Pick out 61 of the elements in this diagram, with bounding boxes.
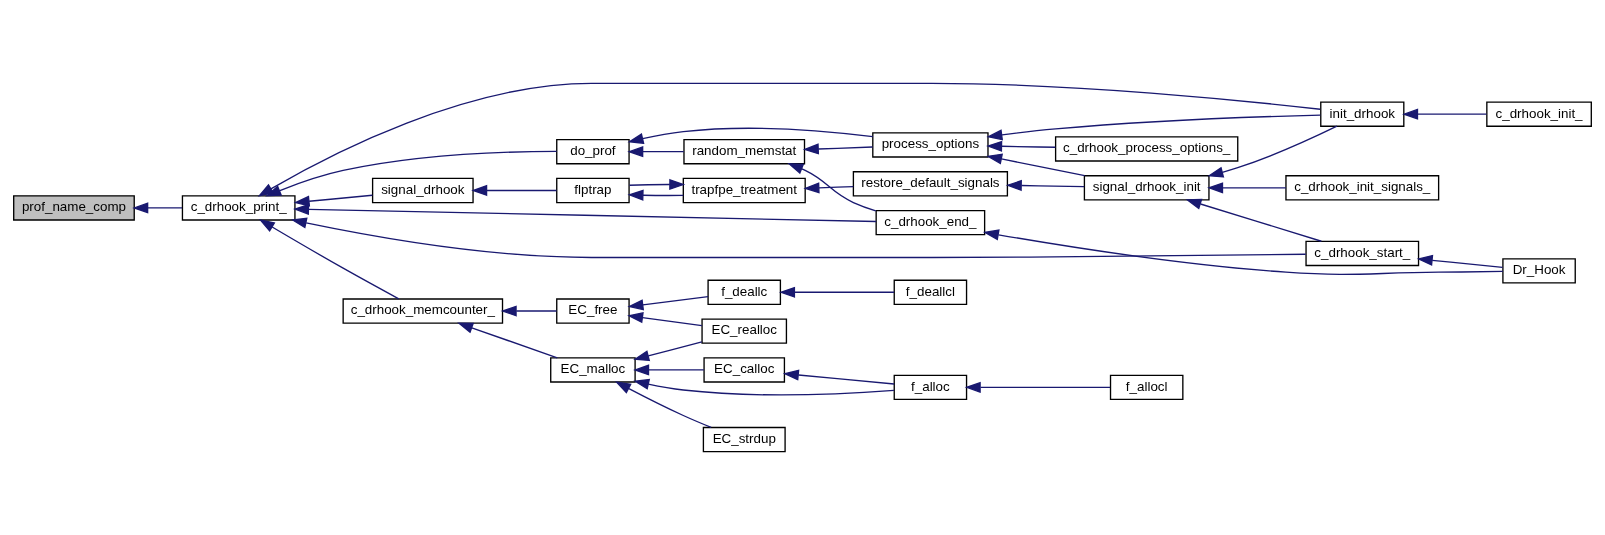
arrow — [1416, 254, 1504, 268]
arrow — [1207, 182, 1287, 194]
arrow — [627, 312, 703, 327]
node-box: EC_calloc — [703, 357, 786, 383]
node-box: f_deallc — [707, 279, 782, 305]
node-box: do_prof — [556, 138, 630, 165]
arrow — [1402, 108, 1488, 120]
node-box: c_drhook_print_ — [181, 195, 296, 221]
arrow — [627, 127, 874, 145]
arrow — [803, 182, 855, 194]
arrow — [457, 322, 558, 359]
arrow — [132, 202, 183, 214]
arrow — [986, 153, 1086, 177]
arrow — [1185, 198, 1323, 242]
node-box: c_drhook_init_ — [1486, 101, 1592, 127]
node-box: signal_drhook — [371, 177, 474, 204]
node-box: f_alloc — [893, 374, 968, 401]
arrow — [1207, 125, 1338, 178]
arrow — [614, 381, 712, 429]
arrow — [633, 364, 705, 376]
node-box: c_drhook_init_signals_ — [1285, 175, 1440, 201]
node-box: c_drhook_memcounter_ — [342, 298, 504, 324]
arrow — [627, 189, 684, 201]
node-box: c_drhook_process_options_ — [1054, 136, 1239, 162]
arrow — [986, 140, 1057, 152]
arrow — [782, 369, 895, 385]
arrow — [1005, 179, 1085, 192]
node-box: trapfpe_treatment — [682, 177, 806, 204]
arrow — [627, 296, 709, 311]
node-box: flptrap — [556, 177, 630, 204]
node-box: EC_strdup — [702, 426, 786, 453]
node-box: EC_malloc — [550, 357, 636, 383]
node-box: prof_name_comp — [13, 195, 135, 221]
node-box: restore_default_signals — [852, 171, 1009, 197]
node-box: EC_free — [556, 298, 630, 324]
arrow — [500, 305, 558, 317]
arrow — [471, 184, 558, 197]
arrow — [290, 217, 1307, 259]
arrow — [964, 381, 1111, 393]
node-box: f_deallcl — [893, 279, 968, 305]
node-box: signal_drhook_init — [1083, 175, 1210, 201]
node-box: init_drhook — [1320, 101, 1405, 127]
arrow — [787, 163, 877, 212]
node-box: process_options — [872, 132, 989, 158]
arrow — [982, 229, 1504, 276]
node-box: EC_realloc — [701, 318, 788, 344]
arrow — [633, 378, 895, 396]
node-box: random_memstat — [683, 138, 806, 165]
arrow — [633, 341, 703, 362]
arrow — [779, 286, 895, 298]
arrow — [802, 143, 874, 155]
arrow — [986, 114, 1322, 141]
arrow — [627, 146, 685, 158]
node-box: Dr_Hook — [1502, 258, 1576, 284]
node-box: c_drhook_start_ — [1305, 240, 1420, 267]
arrow — [628, 178, 686, 191]
arrow — [258, 219, 400, 300]
arrow — [293, 194, 374, 207]
node-box: f_allocl — [1109, 374, 1184, 401]
arrow — [293, 203, 877, 223]
node-box: c_drhook_end_ — [875, 209, 986, 236]
